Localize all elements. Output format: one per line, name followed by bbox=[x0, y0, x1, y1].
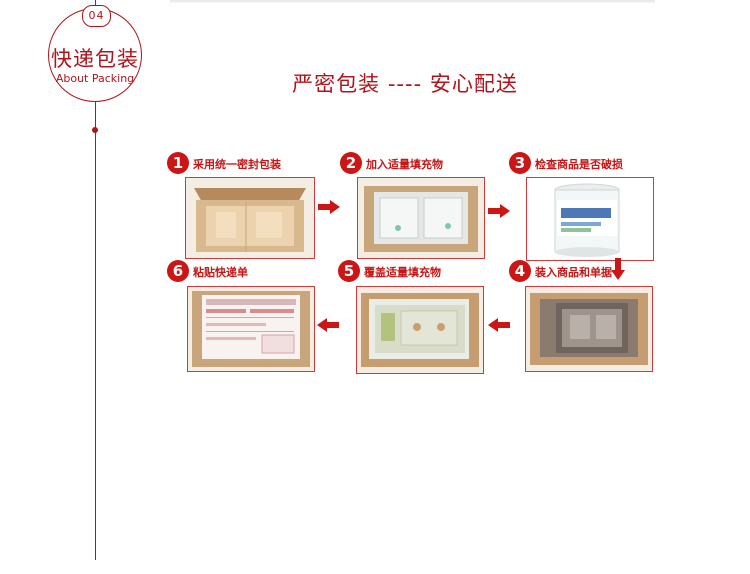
step-6-photo bbox=[187, 286, 315, 372]
step-3-label: 检查商品是否破损 bbox=[535, 158, 623, 171]
step-5-number: 5 bbox=[338, 260, 360, 282]
section-number: 04 bbox=[82, 5, 111, 27]
step-4-number: 4 bbox=[509, 260, 531, 282]
step-2-photo bbox=[357, 177, 485, 259]
step-2-label: 加入适量填充物 bbox=[366, 158, 443, 171]
step-1-number: 1 bbox=[167, 152, 189, 174]
step-1-header: 1 采用统一密封包装 bbox=[167, 152, 337, 176]
step-4-label: 装入商品和单据 bbox=[535, 266, 612, 279]
section-badge: 04 快递包装 About Packing bbox=[48, 5, 142, 102]
arrow-left-icon bbox=[488, 318, 510, 332]
step-5-header: 5 覆盖适量填充物 bbox=[338, 260, 508, 284]
step-5-photo bbox=[356, 286, 484, 374]
step-1-photo bbox=[185, 177, 315, 259]
page-headline: 严密包装 ---- 安心配送 bbox=[292, 72, 518, 96]
section-title-cn: 快递包装 bbox=[51, 47, 139, 71]
arrow-down-icon bbox=[611, 258, 625, 280]
step-3-header: 3 检查商品是否破损 bbox=[509, 152, 679, 176]
step-1-label: 采用统一密封包装 bbox=[193, 158, 281, 171]
top-divider bbox=[170, 0, 655, 3]
step-4-photo bbox=[525, 286, 653, 372]
timeline-dot bbox=[92, 127, 98, 133]
step-6-number: 6 bbox=[167, 260, 189, 282]
arrow-right-icon bbox=[318, 200, 340, 214]
step-3-number: 3 bbox=[509, 152, 531, 174]
section-title-en: About Packing bbox=[55, 72, 135, 85]
arrow-right-icon bbox=[488, 204, 510, 218]
step-2-header: 2 加入适量填充物 bbox=[340, 152, 510, 176]
timeline-line bbox=[95, 0, 96, 560]
arrow-left-icon bbox=[317, 318, 339, 332]
step-6-label: 粘贴快递单 bbox=[193, 266, 248, 279]
step-2-number: 2 bbox=[340, 152, 362, 174]
step-3-photo bbox=[526, 177, 654, 261]
step-4-header: 4 装入商品和单据 bbox=[509, 260, 679, 284]
step-6-header: 6 粘贴快递单 bbox=[167, 260, 337, 284]
step-5-label: 覆盖适量填充物 bbox=[364, 266, 441, 279]
